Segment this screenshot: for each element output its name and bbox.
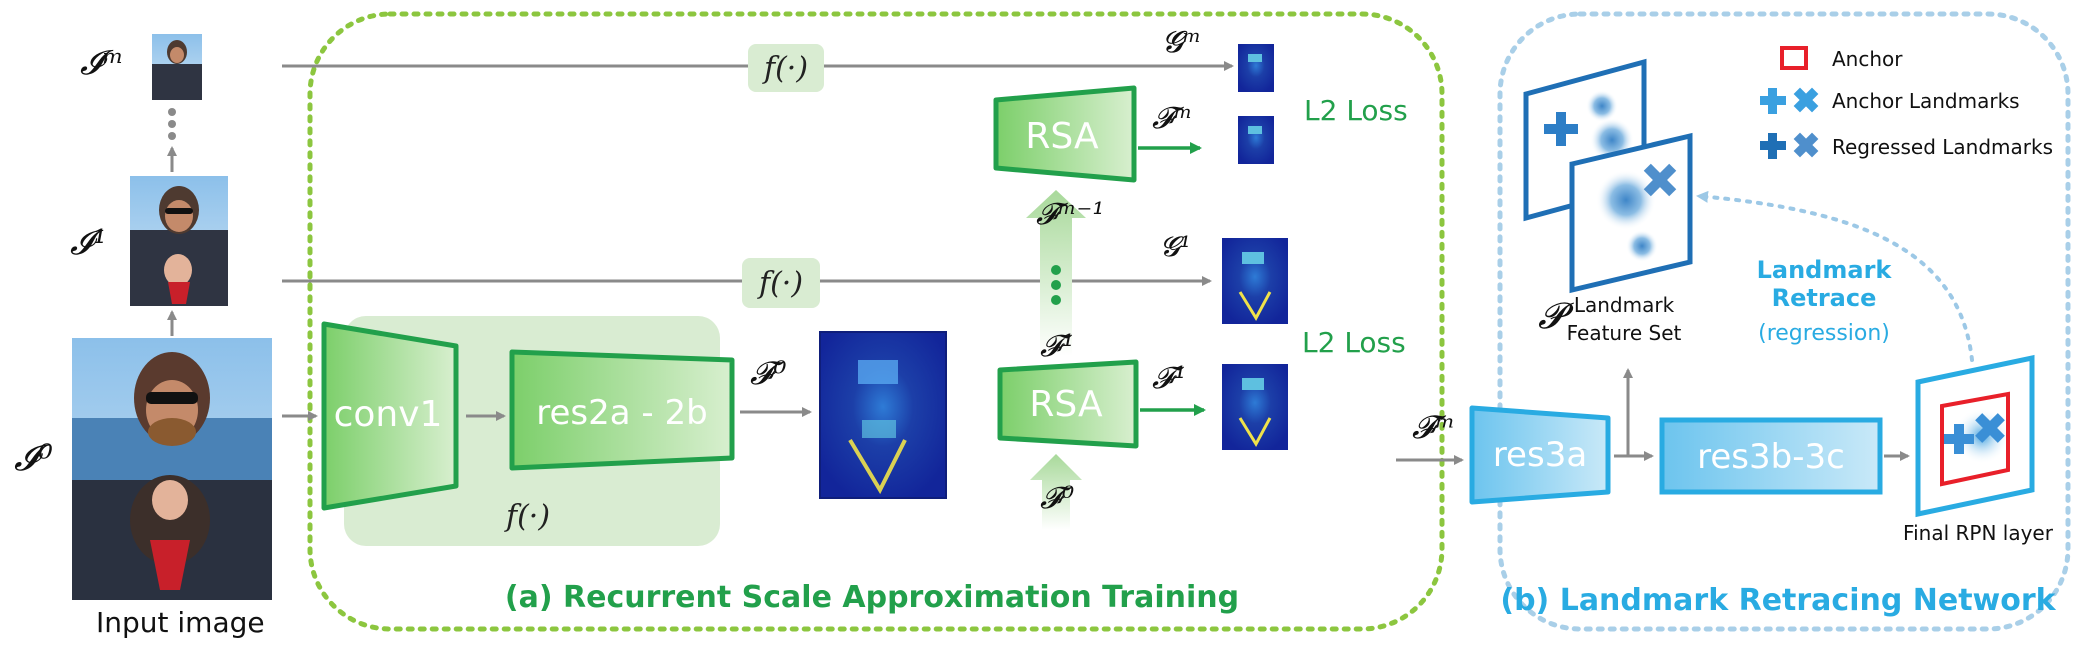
retrace-arrow [1696, 190, 1974, 362]
res3a-label: res3a [1493, 435, 1587, 475]
F0-label-rsa: 𝓕⁰ [1040, 481, 1074, 516]
feature-map-F0 [819, 331, 947, 499]
feature-set-label-1: Landmark [1574, 293, 1675, 317]
res3bc-label: res3b-3c [1697, 437, 1845, 477]
F1-label-up: 𝓕¹ [1040, 329, 1074, 364]
anchor-box [1940, 391, 2010, 487]
retrace-label-2: Retrace [1772, 284, 1877, 312]
ellipsis-dots-input [168, 108, 176, 140]
feature-plane-front [1569, 132, 1693, 294]
legend-regressed-landmarks-swatch [1760, 132, 1819, 159]
f-box-mid [742, 258, 820, 308]
rsa-label-top: RSA [1025, 116, 1099, 157]
retrace-label-1: Landmark [1757, 256, 1893, 284]
feature-set-label-2: Feature Set [1567, 321, 1682, 345]
map-Gm [1238, 44, 1274, 92]
legend-anchor-swatch [1780, 46, 1808, 70]
ellipsis-dots-rsa [1051, 265, 1061, 305]
Fm-label-b: 𝓕ᵐ [1412, 408, 1455, 446]
retrace-sub: (regression) [1758, 321, 1890, 346]
input-image-large [72, 338, 272, 600]
panel-b-border [1497, 11, 2071, 632]
input-image-small [152, 34, 202, 100]
Gm-label: 𝓖ᵐ [1162, 25, 1201, 60]
legend: Anchor Anchor Landmarks Regressed Landma… [1760, 46, 2053, 159]
res2-label: res2a - 2b [536, 393, 707, 433]
l2-loss-top: L2 Loss [1304, 94, 1408, 127]
res3a-block [1469, 405, 1611, 505]
l2-loss-bottom: L2 Loss [1302, 326, 1406, 359]
panel-a-border [307, 11, 1445, 632]
rsa-block-bottom [997, 359, 1139, 449]
map-F1 [1222, 364, 1288, 450]
input-label-I0: 𝓘⁰ [14, 438, 53, 479]
f-label-top: f(·) [762, 51, 808, 86]
legend-regressed-landmarks-label: Regressed Landmarks [1832, 135, 2053, 159]
res2-block [509, 349, 735, 471]
G1-label: 𝓖¹ [1160, 230, 1191, 263]
panel-b-title: (b) Landmark Retracing Network [1500, 583, 2056, 618]
input-label-Im: 𝓘ᵐ [80, 43, 124, 83]
rsa-label-bottom: RSA [1029, 384, 1103, 425]
conv1-block [321, 321, 459, 511]
legend-anchor-landmarks-label: Anchor Landmarks [1832, 89, 2020, 113]
Fm-label-a: 𝓕ᵐ [1152, 101, 1193, 136]
F0-label: 𝓕⁰ [750, 354, 787, 392]
input-caption: Input image [96, 606, 265, 639]
panel-a-title: (a) Recurrent Scale Approximation Traini… [505, 580, 1239, 615]
map-Fm [1238, 116, 1274, 164]
F1-label-out: 𝓕¹ [1152, 361, 1186, 396]
backbone-f-label: f(·) [504, 499, 550, 534]
upgrad-arrow-bottom [1030, 454, 1082, 530]
map-G1 [1222, 238, 1288, 324]
input-label-I1: 𝓘¹ [70, 223, 107, 263]
final-rpn-label: Final RPN layer [1903, 521, 2054, 545]
legend-anchor-label: Anchor [1832, 47, 1903, 71]
conv1-label: conv1 [334, 394, 443, 435]
f-label-mid: f(·) [757, 266, 803, 301]
input-image-medium [130, 176, 228, 306]
legend-anchor-landmarks-swatch [1760, 87, 1819, 114]
Fm1-label: 𝓕ᵐ⁻¹ [1036, 197, 1104, 232]
rsa-block-top [993, 85, 1137, 183]
f-box-top [748, 44, 824, 92]
res3bc-block [1659, 417, 1883, 495]
final-rpn-plane [1915, 354, 2035, 518]
